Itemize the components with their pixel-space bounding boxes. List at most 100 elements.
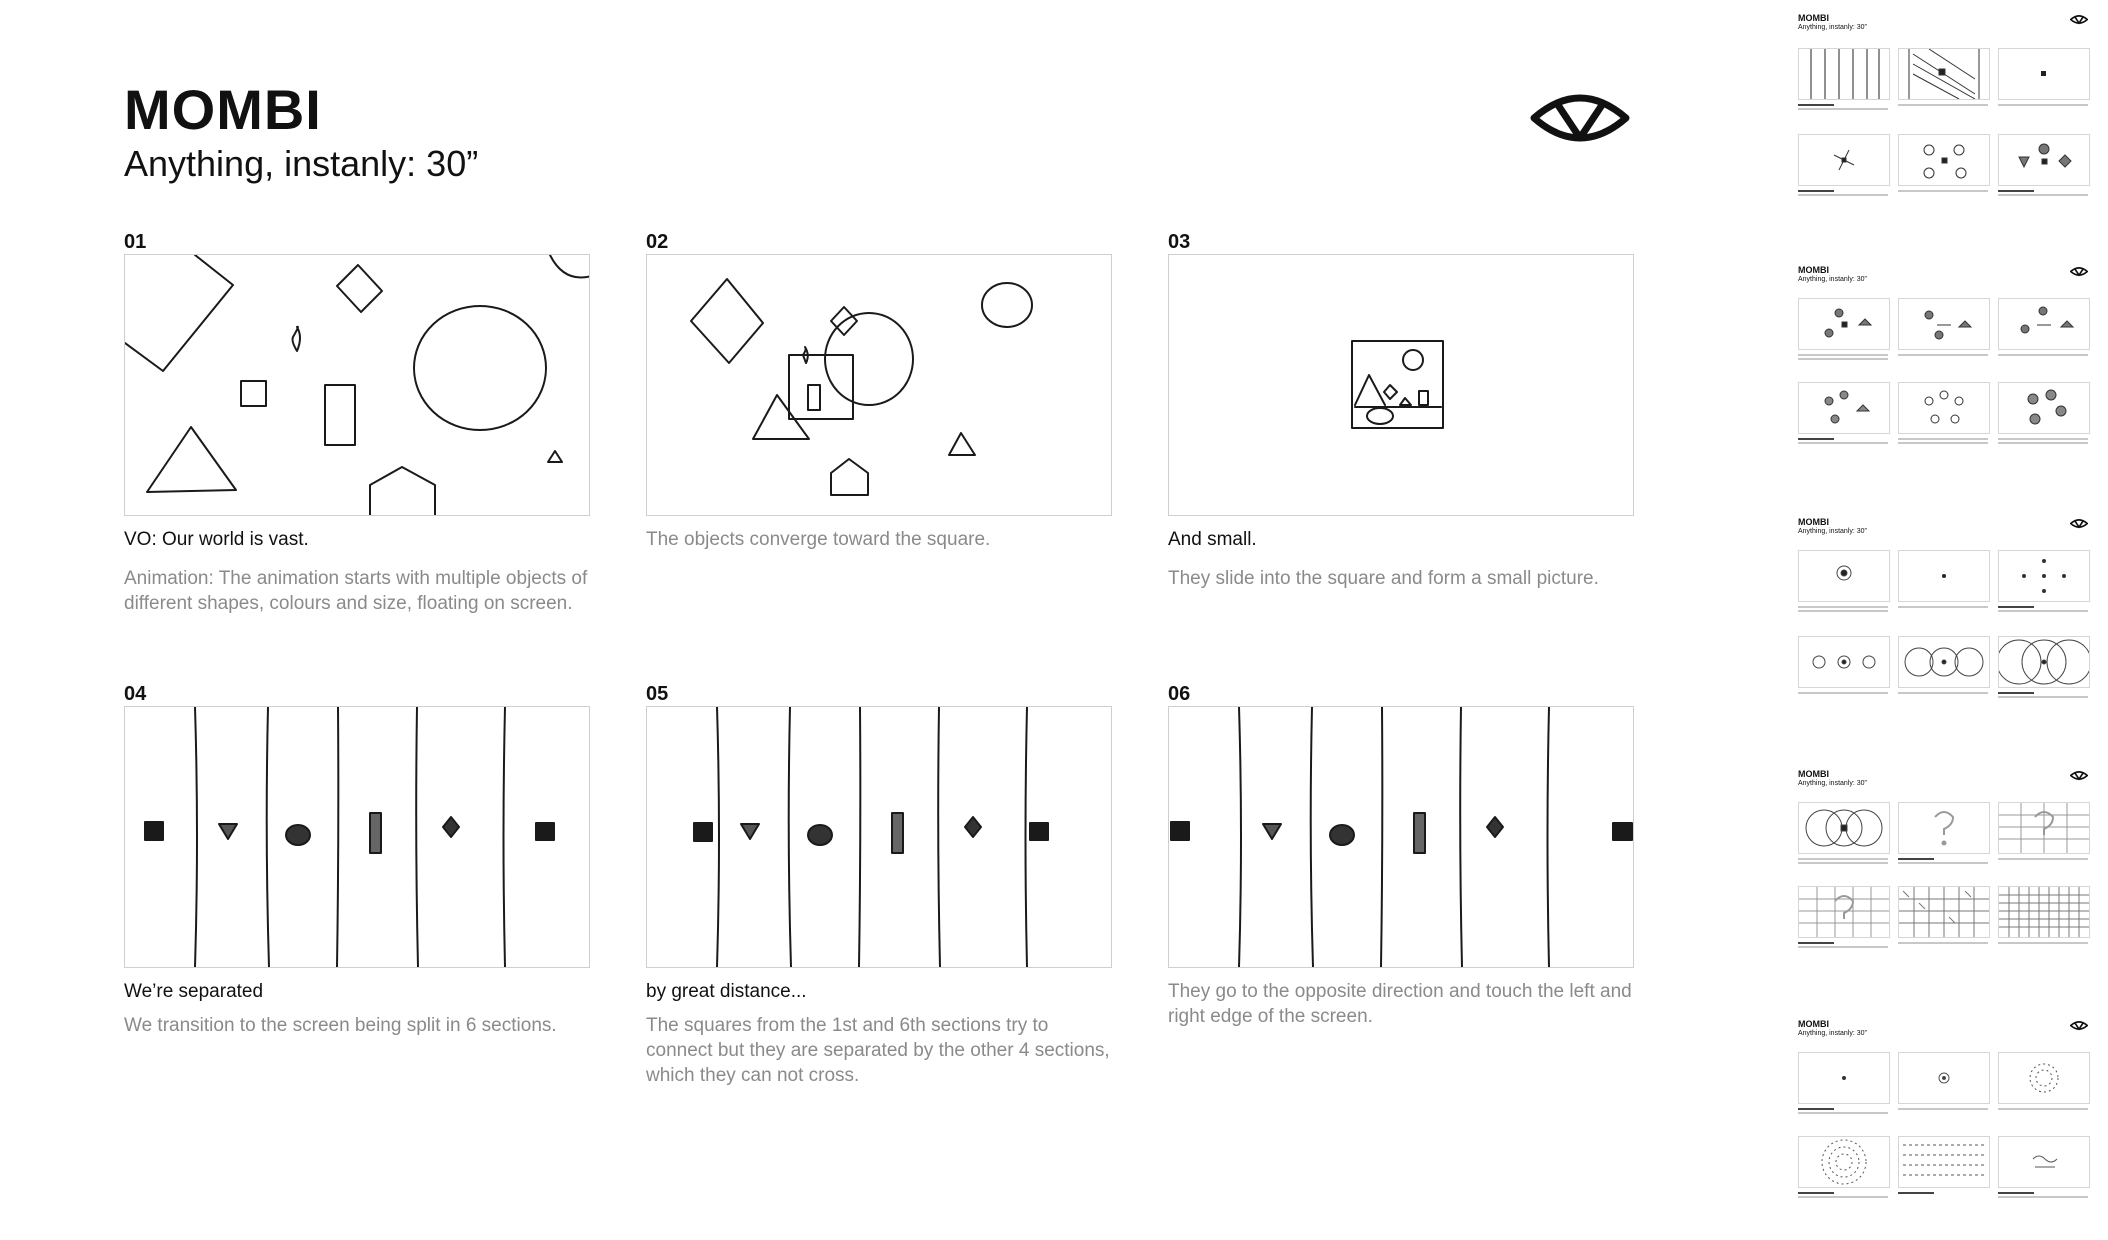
thumbnail-caption bbox=[1798, 1106, 1888, 1116]
frame-description: Animation: The animation starts with mul… bbox=[124, 568, 588, 614]
frame-sketch bbox=[124, 254, 590, 516]
storyboard-frame-05: 05 by great distance... The squares from… bbox=[646, 683, 1112, 1086]
thumbnail-title: MOMBI bbox=[1798, 13, 1829, 23]
thumbnail-caption bbox=[1998, 436, 2088, 446]
thumbnail-caption bbox=[1898, 856, 1988, 866]
thumbnail-overview: MOMBI Anything, instanly: 30” MOMBI Anyt… bbox=[1786, 0, 2108, 1240]
thumbnail-frame bbox=[1898, 298, 1990, 350]
thumbnail-caption bbox=[1898, 188, 1988, 198]
thumbnail-frame bbox=[1798, 1052, 1890, 1104]
thumbnail-caption bbox=[1998, 940, 2088, 950]
thumbnail-frame bbox=[1798, 298, 1890, 350]
thumbnail-frame bbox=[1998, 1136, 2090, 1188]
thumbnail-frame bbox=[1898, 48, 1990, 100]
thumbnail-frame bbox=[1798, 886, 1890, 938]
thumbnail-title: MOMBI bbox=[1798, 769, 1829, 779]
thumbnail-frame bbox=[1998, 298, 2090, 350]
thumbnail-caption bbox=[1898, 352, 1988, 362]
page-subtitle: Anything, instanly: 30” bbox=[124, 143, 479, 184]
thumbnail-caption bbox=[1798, 604, 1888, 614]
frame-number: 05 bbox=[646, 683, 669, 705]
thumbnail-frame bbox=[1998, 134, 2090, 186]
frame-sketch bbox=[646, 254, 1112, 516]
eye-icon bbox=[2070, 519, 2088, 529]
frame-sketch bbox=[646, 706, 1112, 968]
thumbnail-frame bbox=[1798, 1136, 1890, 1188]
thumbnail-frame bbox=[1998, 48, 2090, 100]
frame-number: 04 bbox=[124, 683, 147, 705]
thumbnail-frame bbox=[1998, 636, 2090, 688]
storyboard-frame-04: 04 We’re separated We transition to the … bbox=[124, 684, 590, 1084]
thumbnail-title: MOMBI bbox=[1798, 1019, 1829, 1029]
thumbnail-sheet-3: MOMBI Anything, instanly: 30” bbox=[1786, 504, 2096, 734]
thumbnail-frame bbox=[1998, 550, 2090, 602]
storyboard-frame-03: 03 And small. They slide into the square… bbox=[1168, 232, 1634, 652]
thumbnail-caption bbox=[1898, 1106, 1988, 1116]
thumbnail-sheet-4: MOMBI Anything, instanly: 30” bbox=[1786, 756, 2096, 986]
frame-sketch bbox=[1168, 706, 1634, 968]
storyboard-frame-02: 02 The objects converge toward the squar… bbox=[646, 232, 1112, 652]
eye-icon bbox=[2070, 267, 2088, 277]
frame-description: They slide into the square and form a sm… bbox=[1168, 568, 1599, 589]
thumbnail-frame bbox=[1798, 382, 1890, 434]
frame-description: The squares from the 1st and 6th section… bbox=[646, 1015, 1110, 1086]
thumbnail-caption bbox=[1998, 856, 2088, 866]
thumbnail-frame bbox=[1898, 636, 1990, 688]
thumbnail-frame bbox=[1798, 48, 1890, 100]
frame-sketch bbox=[124, 706, 590, 968]
thumbnail-caption bbox=[1798, 436, 1888, 446]
frame-caption: We’re separated bbox=[124, 981, 264, 1002]
thumbnail-caption bbox=[1998, 1190, 2088, 1200]
thumbnail-caption bbox=[1998, 352, 2088, 362]
thumbnail-caption bbox=[1998, 102, 2088, 112]
frame-sketch bbox=[1168, 254, 1634, 516]
thumbnail-frame bbox=[1898, 550, 1990, 602]
page-title: MOMBI bbox=[124, 78, 322, 141]
thumbnail-frame bbox=[1798, 550, 1890, 602]
thumbnail-caption bbox=[1898, 940, 1988, 950]
storyboard-frame-06: 06 They go to the opposite direction and… bbox=[1168, 684, 1634, 1084]
eye-icon bbox=[2070, 15, 2088, 25]
frame-description: We transition to the screen being split … bbox=[124, 1015, 557, 1036]
thumbnail-frame bbox=[1898, 1052, 1990, 1104]
thumbnail-caption bbox=[1898, 436, 1988, 446]
thumbnail-caption bbox=[1798, 1190, 1888, 1200]
thumbnail-caption bbox=[1798, 352, 1888, 362]
thumbnail-frame bbox=[1898, 134, 1990, 186]
thumbnail-sheet-2: MOMBI Anything, instanly: 30” bbox=[1786, 252, 2096, 482]
eye-icon bbox=[2070, 1021, 2088, 1031]
thumbnail-frame bbox=[1898, 1136, 1990, 1188]
thumbnail-subtitle: Anything, instanly: 30” bbox=[1798, 276, 1867, 283]
thumbnail-subtitle: Anything, instanly: 30” bbox=[1798, 780, 1867, 787]
thumbnail-frame bbox=[1998, 802, 2090, 854]
thumbnail-frame bbox=[1898, 886, 1990, 938]
thumbnail-sheet-1: MOMBI Anything, instanly: 30” bbox=[1786, 0, 2096, 230]
thumbnail-caption bbox=[1898, 1190, 1988, 1200]
eye-icon bbox=[1530, 94, 1630, 142]
thumbnail-frame bbox=[1998, 382, 2090, 434]
thumbnail-caption bbox=[1998, 690, 2088, 700]
thumbnail-subtitle: Anything, instanly: 30” bbox=[1798, 24, 1867, 31]
thumbnail-frame bbox=[1898, 382, 1990, 434]
frame-number: 03 bbox=[1168, 231, 1191, 253]
frame-caption: The objects converge toward the square. bbox=[646, 529, 991, 550]
thumbnail-frame bbox=[1998, 886, 2090, 938]
thumbnail-caption bbox=[1998, 1106, 2088, 1116]
thumbnail-frame bbox=[1998, 1052, 2090, 1104]
frame-caption: VO: Our world is vast. bbox=[124, 529, 309, 550]
frame-caption: They go to the opposite direction and to… bbox=[1168, 981, 1632, 1027]
thumbnail-caption bbox=[1998, 604, 2088, 614]
frame-number: 06 bbox=[1168, 683, 1191, 705]
thumbnail-caption bbox=[1898, 690, 1988, 700]
frame-number: 01 bbox=[124, 231, 147, 253]
storyboard-sheet: MOMBI Anything, instanly: 30” 01 VO: Our… bbox=[124, 78, 1634, 1086]
frame-caption: by great distance... bbox=[646, 981, 807, 1002]
thumbnail-caption bbox=[1798, 690, 1888, 700]
thumbnail-caption bbox=[1798, 102, 1888, 112]
thumbnail-frame bbox=[1798, 134, 1890, 186]
thumbnail-caption bbox=[1798, 856, 1888, 866]
thumbnail-caption bbox=[1998, 188, 2088, 198]
frame-caption: And small. bbox=[1168, 529, 1257, 550]
thumbnail-frame bbox=[1798, 802, 1890, 854]
thumbnail-sheet-5: MOMBI Anything, instanly: 30” bbox=[1786, 1006, 2096, 1236]
